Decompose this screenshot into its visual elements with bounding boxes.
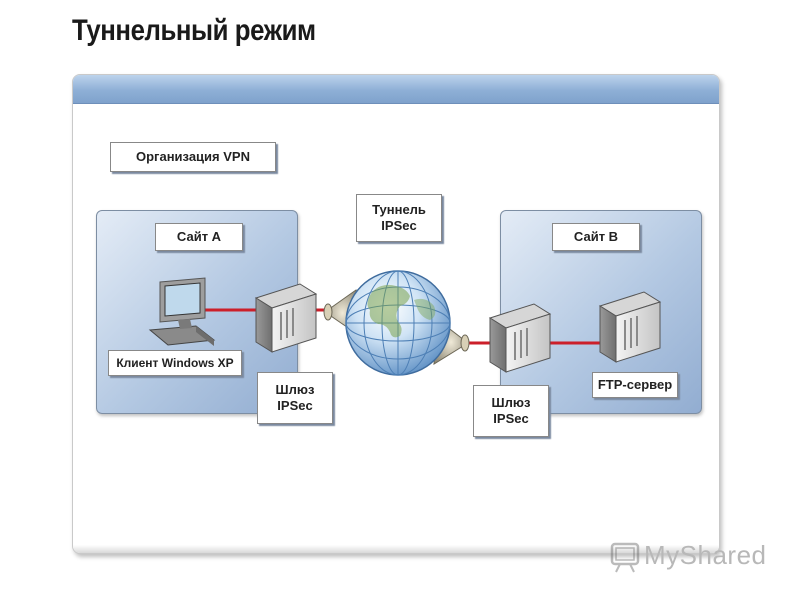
vpn-label: Организация VPN <box>110 142 276 172</box>
server-icon <box>254 283 318 353</box>
panel-header-bar <box>73 75 719 104</box>
site-a-label: Сайт A <box>155 223 243 251</box>
computer-icon <box>148 277 216 346</box>
panel-bottom-edge <box>73 545 719 553</box>
server-icon <box>598 291 662 363</box>
globe-icon <box>345 270 451 376</box>
myshared-logo-icon <box>610 542 640 573</box>
page-title: Туннельный режим <box>72 14 316 47</box>
server-icon <box>488 303 552 373</box>
tunnel-ipsec-label: Туннель IPSec <box>356 194 442 242</box>
ftp-server-label: FTP-сервер <box>592 372 678 398</box>
site-b-label: Сайт B <box>552 223 640 251</box>
gateway-a-label: Шлюз IPSec <box>257 372 333 424</box>
client-windows-xp-label: Клиент Windows XP <box>108 350 242 376</box>
watermark-text: MyShared <box>644 540 767 570</box>
gateway-b-label: Шлюз IPSec <box>473 385 549 437</box>
